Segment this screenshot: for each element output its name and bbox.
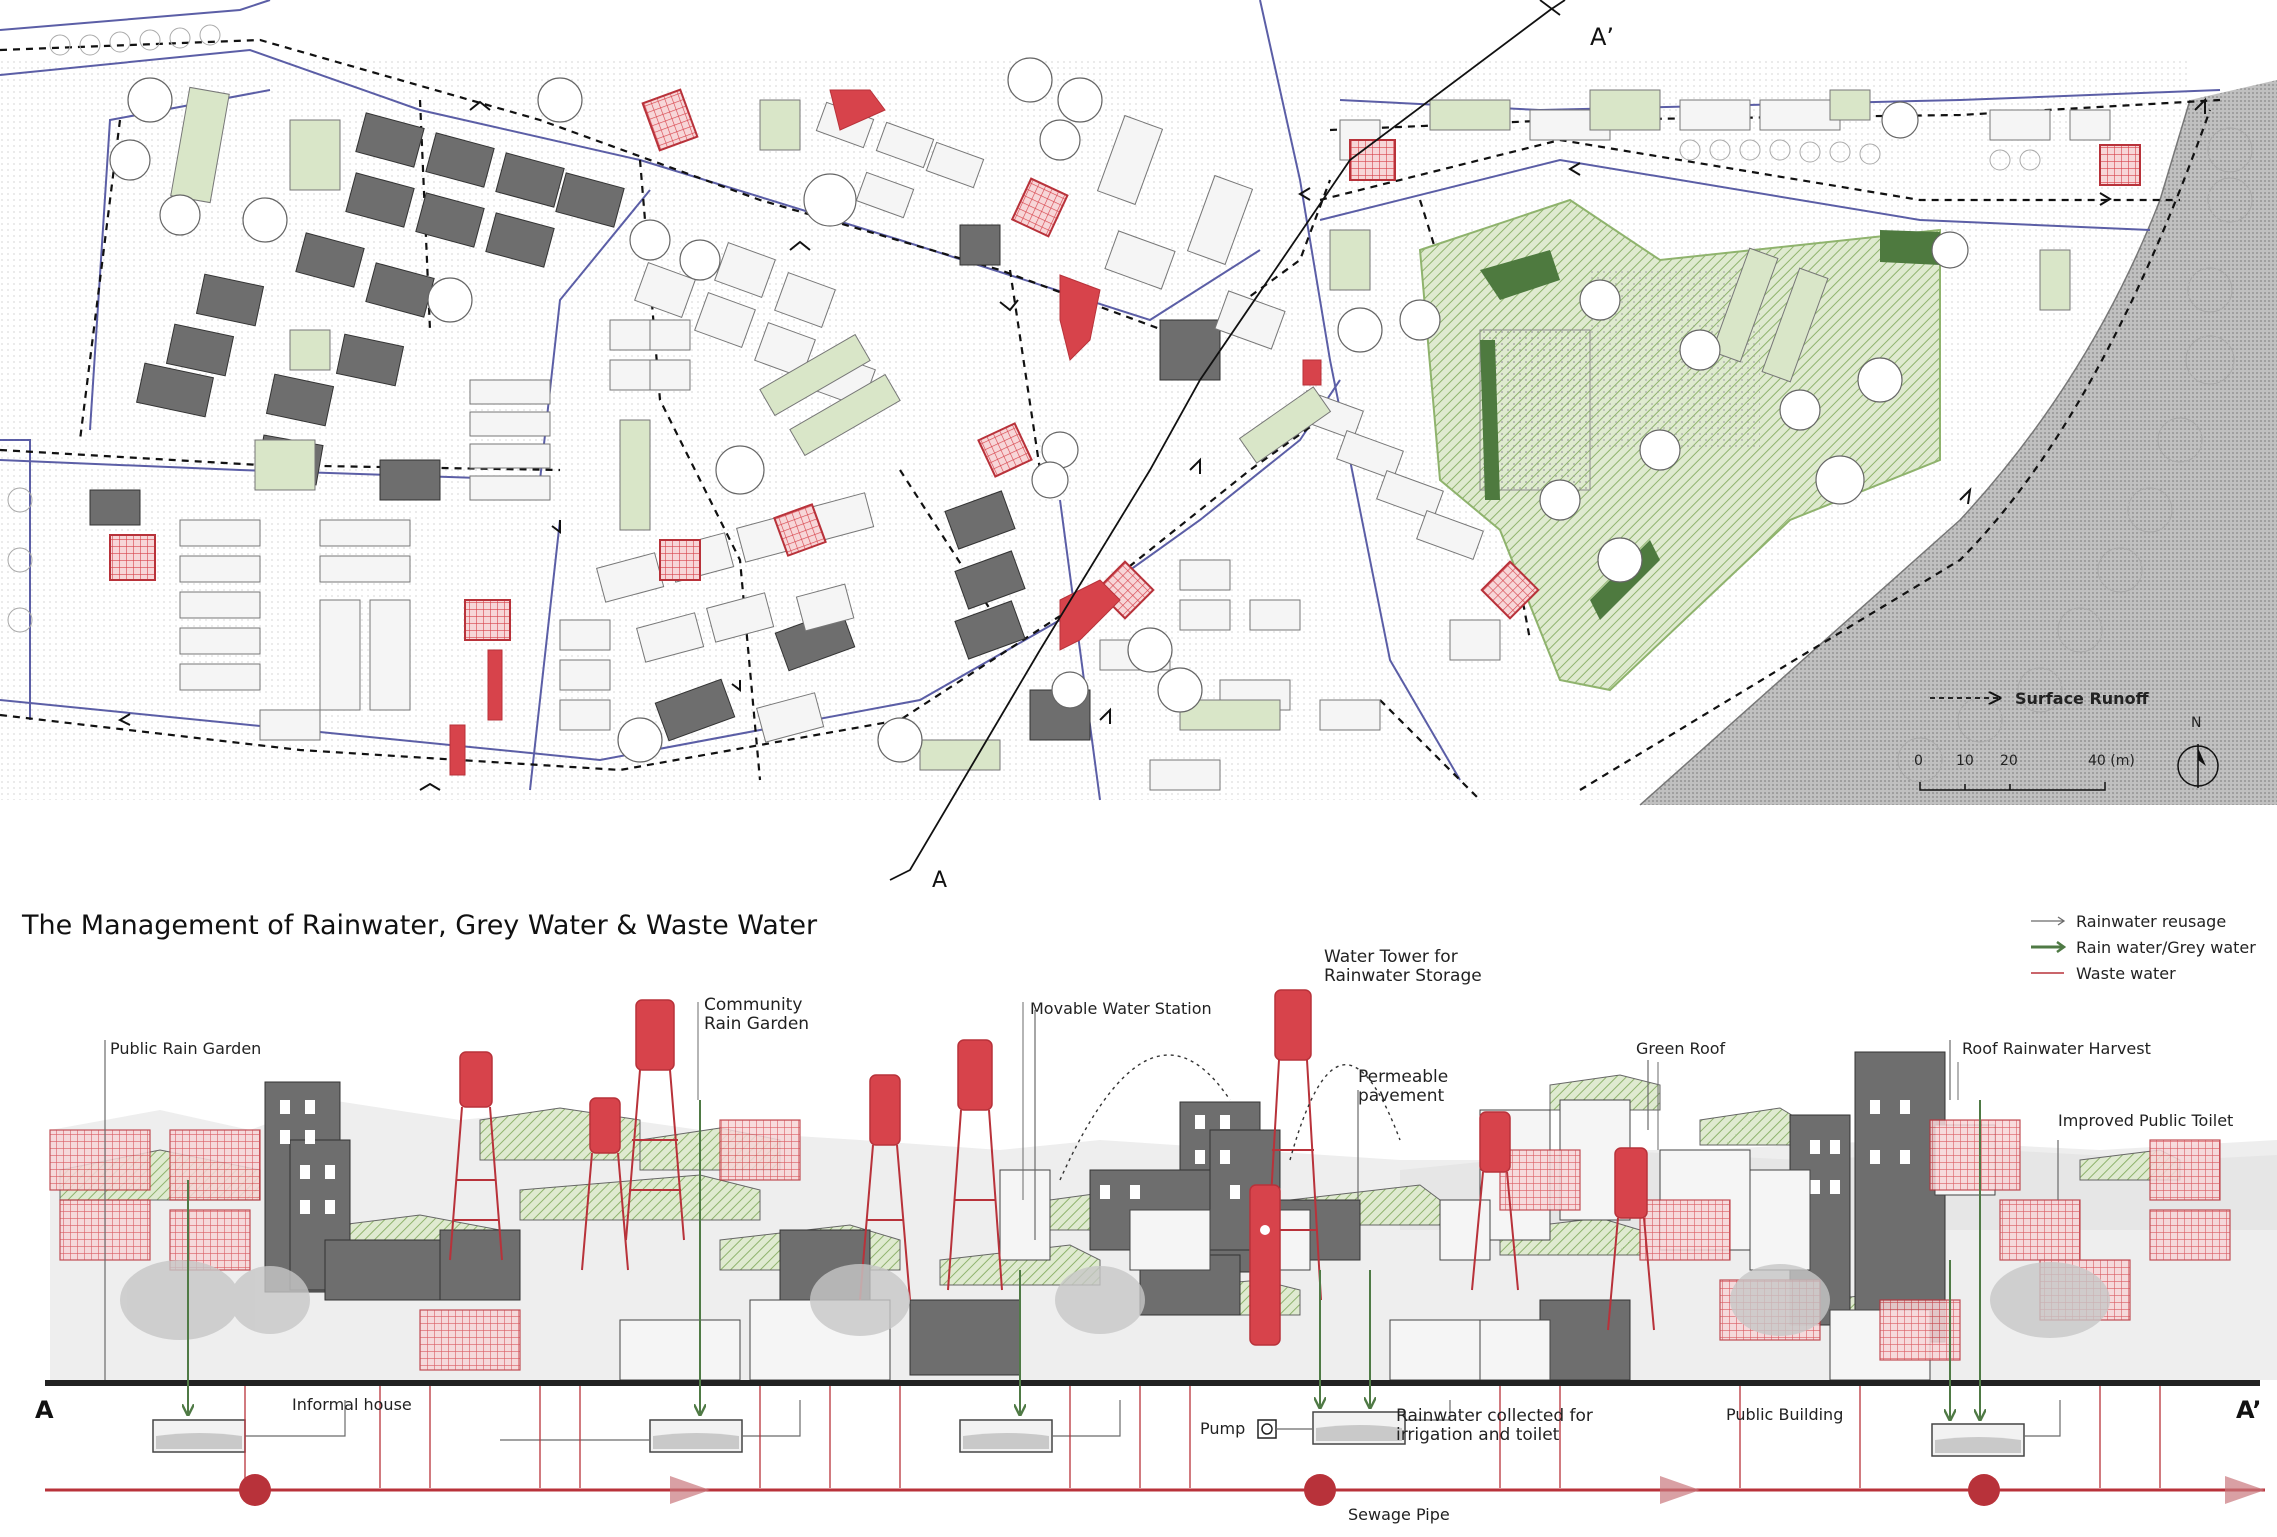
plan-section-end-label: A’ [1590, 23, 1614, 51]
section-start-label: A [35, 1396, 54, 1424]
water-towers-plan [109, 88, 2141, 641]
thick-arrow-icon [2031, 941, 2066, 953]
thin-arrow-icon [2031, 916, 2066, 926]
red-line-icon [2031, 972, 2064, 974]
label-informal-house: Informal house [292, 1395, 412, 1414]
label-green-roof: Green Roof [1636, 1039, 1726, 1058]
north-arrow-icon [2177, 744, 2219, 788]
site-plan [0, 0, 2277, 881]
sewage-pipe [45, 1474, 2265, 1506]
label-movable-water-station: Movable Water Station [1030, 999, 1212, 1018]
legend-item-waste-water: Waste water [2030, 960, 2270, 986]
plan-legend: Surface Runoff 0 10 20 40 (m) N [1914, 689, 2219, 791]
trees [109, 57, 1969, 763]
label-water-tower: Water Tower for Rainwater Storage [1324, 947, 1482, 986]
scale-tick-20: 20 [2000, 753, 2018, 769]
label-improved-public-toilet: Improved Public Toilet [2058, 1111, 2233, 1130]
legend-item-rain-grey-water: Rain water/Grey water [2030, 934, 2270, 960]
section-end-label: A’ [2236, 1396, 2262, 1424]
label-pump: Pump [1200, 1419, 1245, 1438]
north-label: N [2191, 715, 2201, 731]
label-community-rain-garden: Community Rain Garden [704, 995, 810, 1034]
label-sewage-pipe: Sewage Pipe [1348, 1505, 1450, 1524]
label-roof-rainwater-harvest: Roof Rainwater Harvest [1962, 1039, 2151, 1058]
label-public-rain-garden: Public Rain Garden [110, 1039, 261, 1058]
section-line [889, 0, 1566, 881]
scale-tick-40: 40 (m) [2088, 753, 2135, 769]
label-public-building: Public Building [1726, 1405, 1843, 1424]
water-towers-section [449, 989, 1655, 1346]
green-roof-buildings [170, 86, 2071, 771]
scale-tick-0: 0 [1914, 753, 1923, 769]
scale-tick-10: 10 [1956, 753, 1974, 769]
label-rainwater-collected: Rainwater collected for irrigation and t… [1396, 1406, 1593, 1445]
section-legend: Rainwater reusage Rain water/Grey water … [2030, 908, 2270, 986]
legend-label: Rainwater reusage [2076, 911, 2227, 931]
plan-section-start-label: A [932, 868, 947, 893]
label-permeable-pavement: Permeable pavement [1358, 1067, 1449, 1106]
legend-label: Waste water [2076, 963, 2176, 983]
scale-bar [1919, 782, 2106, 791]
pump-icon [1257, 1419, 1277, 1439]
surface-runoff-label: Surface Runoff [2015, 689, 2150, 708]
section-title: The Management of Rainwater, Grey Water … [22, 910, 818, 941]
legend-item-rainwater-reusage: Rainwater reusage [2030, 908, 2270, 934]
section-elevation [45, 989, 2277, 1506]
legend-label: Rain water/Grey water [2076, 937, 2256, 957]
